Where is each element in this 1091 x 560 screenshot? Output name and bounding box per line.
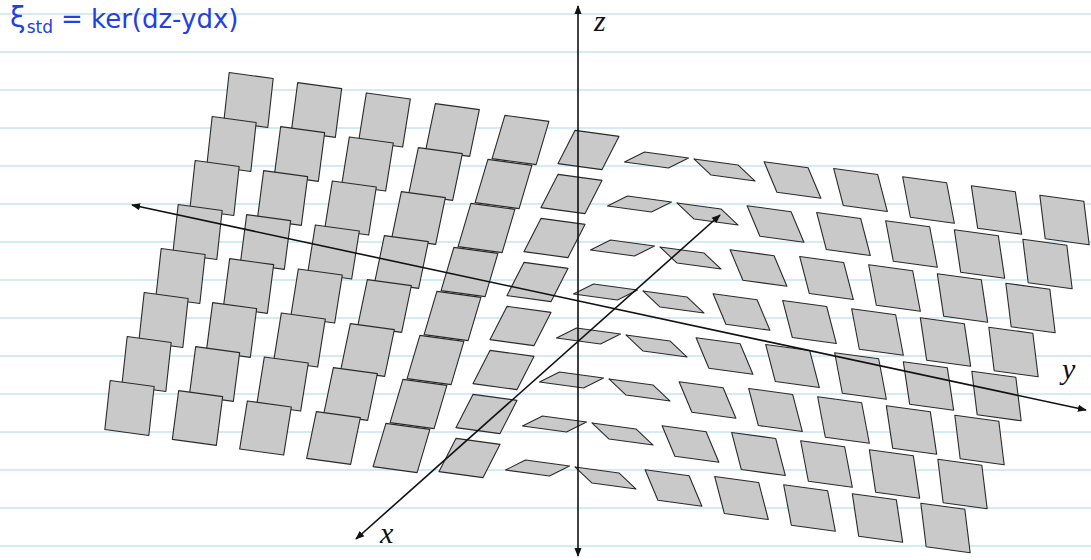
contact-plane	[1040, 195, 1089, 245]
contact-plane	[324, 368, 378, 421]
contact-plane	[523, 416, 587, 432]
contact-plane	[524, 218, 585, 257]
contact-planes	[105, 73, 1089, 553]
contact-plane	[679, 382, 736, 418]
contact-plane	[903, 362, 953, 410]
contact-plane	[852, 309, 904, 355]
z-axis	[577, 6, 579, 556]
contact-plane	[886, 221, 938, 267]
contact-plane	[869, 265, 921, 311]
contact-plane	[557, 328, 621, 344]
axes	[132, 6, 1086, 556]
contact-plane	[1006, 283, 1055, 333]
axis-label: x	[378, 518, 395, 548]
ruled-lines	[0, 14, 1091, 546]
contact-plane	[645, 470, 702, 506]
contact-plane	[507, 262, 568, 301]
formula-symbol: ξ	[10, 4, 26, 32]
contact-plane	[886, 406, 936, 454]
contact-plane	[715, 476, 769, 519]
contact-plane	[677, 203, 738, 225]
contact-plane	[954, 230, 1004, 278]
contact-plane	[307, 412, 361, 465]
contact-plane	[694, 159, 755, 181]
contact-plane	[105, 381, 154, 436]
contact-plane	[456, 394, 517, 433]
contact-plane	[747, 206, 804, 242]
contact-plane	[818, 397, 870, 443]
contact-plane	[375, 236, 429, 289]
contact-plane	[971, 186, 1021, 234]
contact-plane	[407, 335, 464, 384]
contact-plane	[475, 159, 532, 208]
contact-plane	[921, 503, 970, 553]
contact-plane	[938, 459, 987, 509]
contact-plane	[458, 203, 515, 252]
contact-plane	[764, 162, 821, 198]
contact-plane	[937, 274, 987, 322]
axis-label: z	[592, 6, 608, 36]
ruled-line	[0, 165, 1091, 166]
contact-plane	[817, 212, 871, 255]
contact-plane	[783, 300, 837, 343]
contact-plane	[492, 115, 549, 164]
contact-plane	[541, 174, 602, 213]
contact-plane	[341, 324, 395, 377]
contact-plane	[800, 256, 854, 299]
contact-plane	[358, 280, 412, 333]
contact-plane	[869, 450, 919, 498]
contact-plane	[852, 494, 902, 542]
contact-plane	[920, 318, 970, 366]
contact-plane	[626, 335, 687, 357]
y-axis	[132, 205, 1086, 410]
contact-plane	[240, 401, 292, 455]
contact-plane	[441, 247, 498, 296]
contact-plane	[373, 423, 430, 472]
contact-plane	[172, 391, 222, 446]
contact-plane	[390, 379, 447, 428]
contact-plane	[426, 104, 480, 157]
contact-plane	[696, 338, 753, 374]
formula-subscript: std	[27, 19, 53, 36]
contact-plane	[609, 379, 670, 401]
contact-plane	[801, 441, 853, 487]
contact-plane	[591, 240, 655, 256]
contact-plane	[732, 432, 786, 475]
contact-plane	[955, 415, 1004, 465]
contact-plane	[540, 372, 604, 388]
contact-plane	[506, 460, 570, 476]
contact-plane	[660, 247, 721, 269]
contact-plane	[730, 250, 787, 286]
contact-plane	[592, 423, 653, 445]
ruled-line	[0, 51, 1091, 52]
contact-plane	[473, 350, 534, 389]
contact-plane	[625, 152, 689, 168]
contact-plane	[1023, 239, 1072, 289]
contact-plane	[392, 192, 446, 245]
contact-plane	[662, 426, 719, 462]
contact-plane	[713, 294, 770, 330]
formula-text: = ker(dz-ydx)	[61, 6, 239, 32]
contact-plane	[643, 291, 704, 313]
contact-plane	[989, 327, 1038, 377]
contact-plane	[409, 148, 463, 201]
contact-plane	[903, 177, 955, 223]
contact-plane	[972, 371, 1021, 421]
contact-plane	[835, 353, 887, 399]
contact-plane	[575, 467, 636, 489]
contact-plane	[784, 485, 836, 531]
ruled-line	[0, 89, 1091, 90]
x-axis	[356, 215, 720, 539]
contact-plane	[424, 291, 481, 340]
contact-plane	[558, 130, 619, 169]
contact-plane	[749, 388, 803, 431]
contact-plane	[608, 196, 672, 212]
contact-plane	[834, 168, 888, 211]
axis-label: y	[1060, 354, 1077, 384]
contact-plane	[490, 306, 551, 345]
